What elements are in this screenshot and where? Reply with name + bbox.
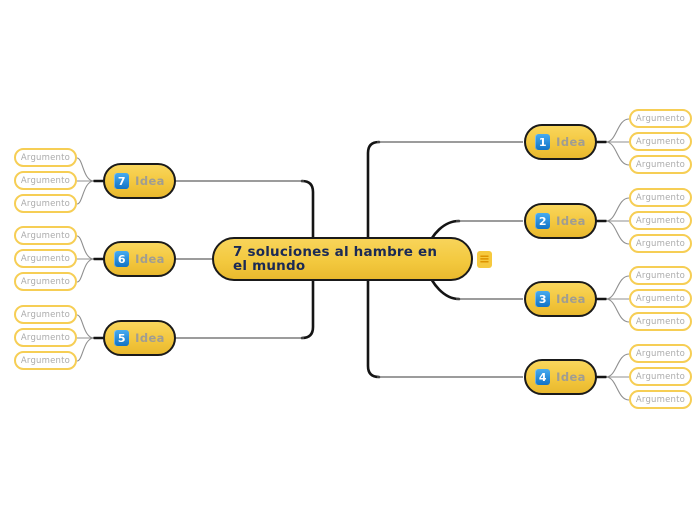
argument-node[interactable]: Argumento <box>14 171 77 190</box>
idea-node-4[interactable]: 4 Idea <box>524 359 597 395</box>
argument-node[interactable]: Argumento <box>14 226 77 245</box>
argument-node[interactable]: Argumento <box>629 367 692 386</box>
topic-menu-button[interactable]: ≡ <box>477 251 492 268</box>
idea-2-label: Idea <box>556 214 586 228</box>
argument-brackets <box>76 118 630 401</box>
central-topic-node[interactable]: 7 soluciones al hambre en el mundo <box>212 237 473 281</box>
idea-stubs <box>92 140 608 379</box>
idea-5-label: Idea <box>135 331 165 345</box>
idea-node-2[interactable]: 2 Idea <box>524 203 597 239</box>
argument-node[interactable]: Argumento <box>14 328 77 347</box>
argument-node[interactable]: Argumento <box>629 344 692 363</box>
argument-node[interactable]: Argumento <box>14 272 77 291</box>
idea-node-7[interactable]: 7 Idea <box>103 163 176 199</box>
idea-7-number-badge: 7 <box>114 173 130 189</box>
argument-node[interactable]: Argumento <box>14 148 77 167</box>
argument-node[interactable]: Argumento <box>629 234 692 253</box>
central-topic-label: 7 soluciones al hambre en el mundo <box>233 244 438 274</box>
idea-node-1[interactable]: 1 Idea <box>524 124 597 160</box>
argument-node[interactable]: Argumento <box>629 289 692 308</box>
idea-5-number-badge: 5 <box>114 330 130 346</box>
argument-node[interactable]: Argumento <box>629 312 692 331</box>
idea-3-label: Idea <box>556 292 586 306</box>
idea-3-number-badge: 3 <box>535 291 551 307</box>
idea-7-label: Idea <box>135 174 165 188</box>
argument-node[interactable]: Argumento <box>629 390 692 409</box>
argument-node[interactable]: Argumento <box>629 211 692 230</box>
idea-1-label: Idea <box>556 135 586 149</box>
argument-node[interactable]: Argumento <box>629 155 692 174</box>
idea-2-number-badge: 2 <box>535 213 551 229</box>
argument-node[interactable]: Argumento <box>629 109 692 128</box>
hamburger-icon: ≡ <box>479 252 490 267</box>
argument-node[interactable]: Argumento <box>629 132 692 151</box>
idea-4-number-badge: 4 <box>535 369 551 385</box>
idea-node-5[interactable]: 5 Idea <box>103 320 176 356</box>
argument-node[interactable]: Argumento <box>14 305 77 324</box>
argument-node[interactable]: Argumento <box>629 266 692 285</box>
argument-node[interactable]: Argumento <box>629 188 692 207</box>
idea-6-label: Idea <box>135 252 165 266</box>
idea-1-number-badge: 1 <box>535 134 551 150</box>
argument-node[interactable]: Argumento <box>14 249 77 268</box>
branch-lines <box>176 141 523 378</box>
argument-node[interactable]: Argumento <box>14 351 77 370</box>
argument-node[interactable]: Argumento <box>14 194 77 213</box>
idea-node-3[interactable]: 3 Idea <box>524 281 597 317</box>
idea-node-6[interactable]: 6 Idea <box>103 241 176 277</box>
idea-4-label: Idea <box>556 370 586 384</box>
idea-6-number-badge: 6 <box>114 251 130 267</box>
